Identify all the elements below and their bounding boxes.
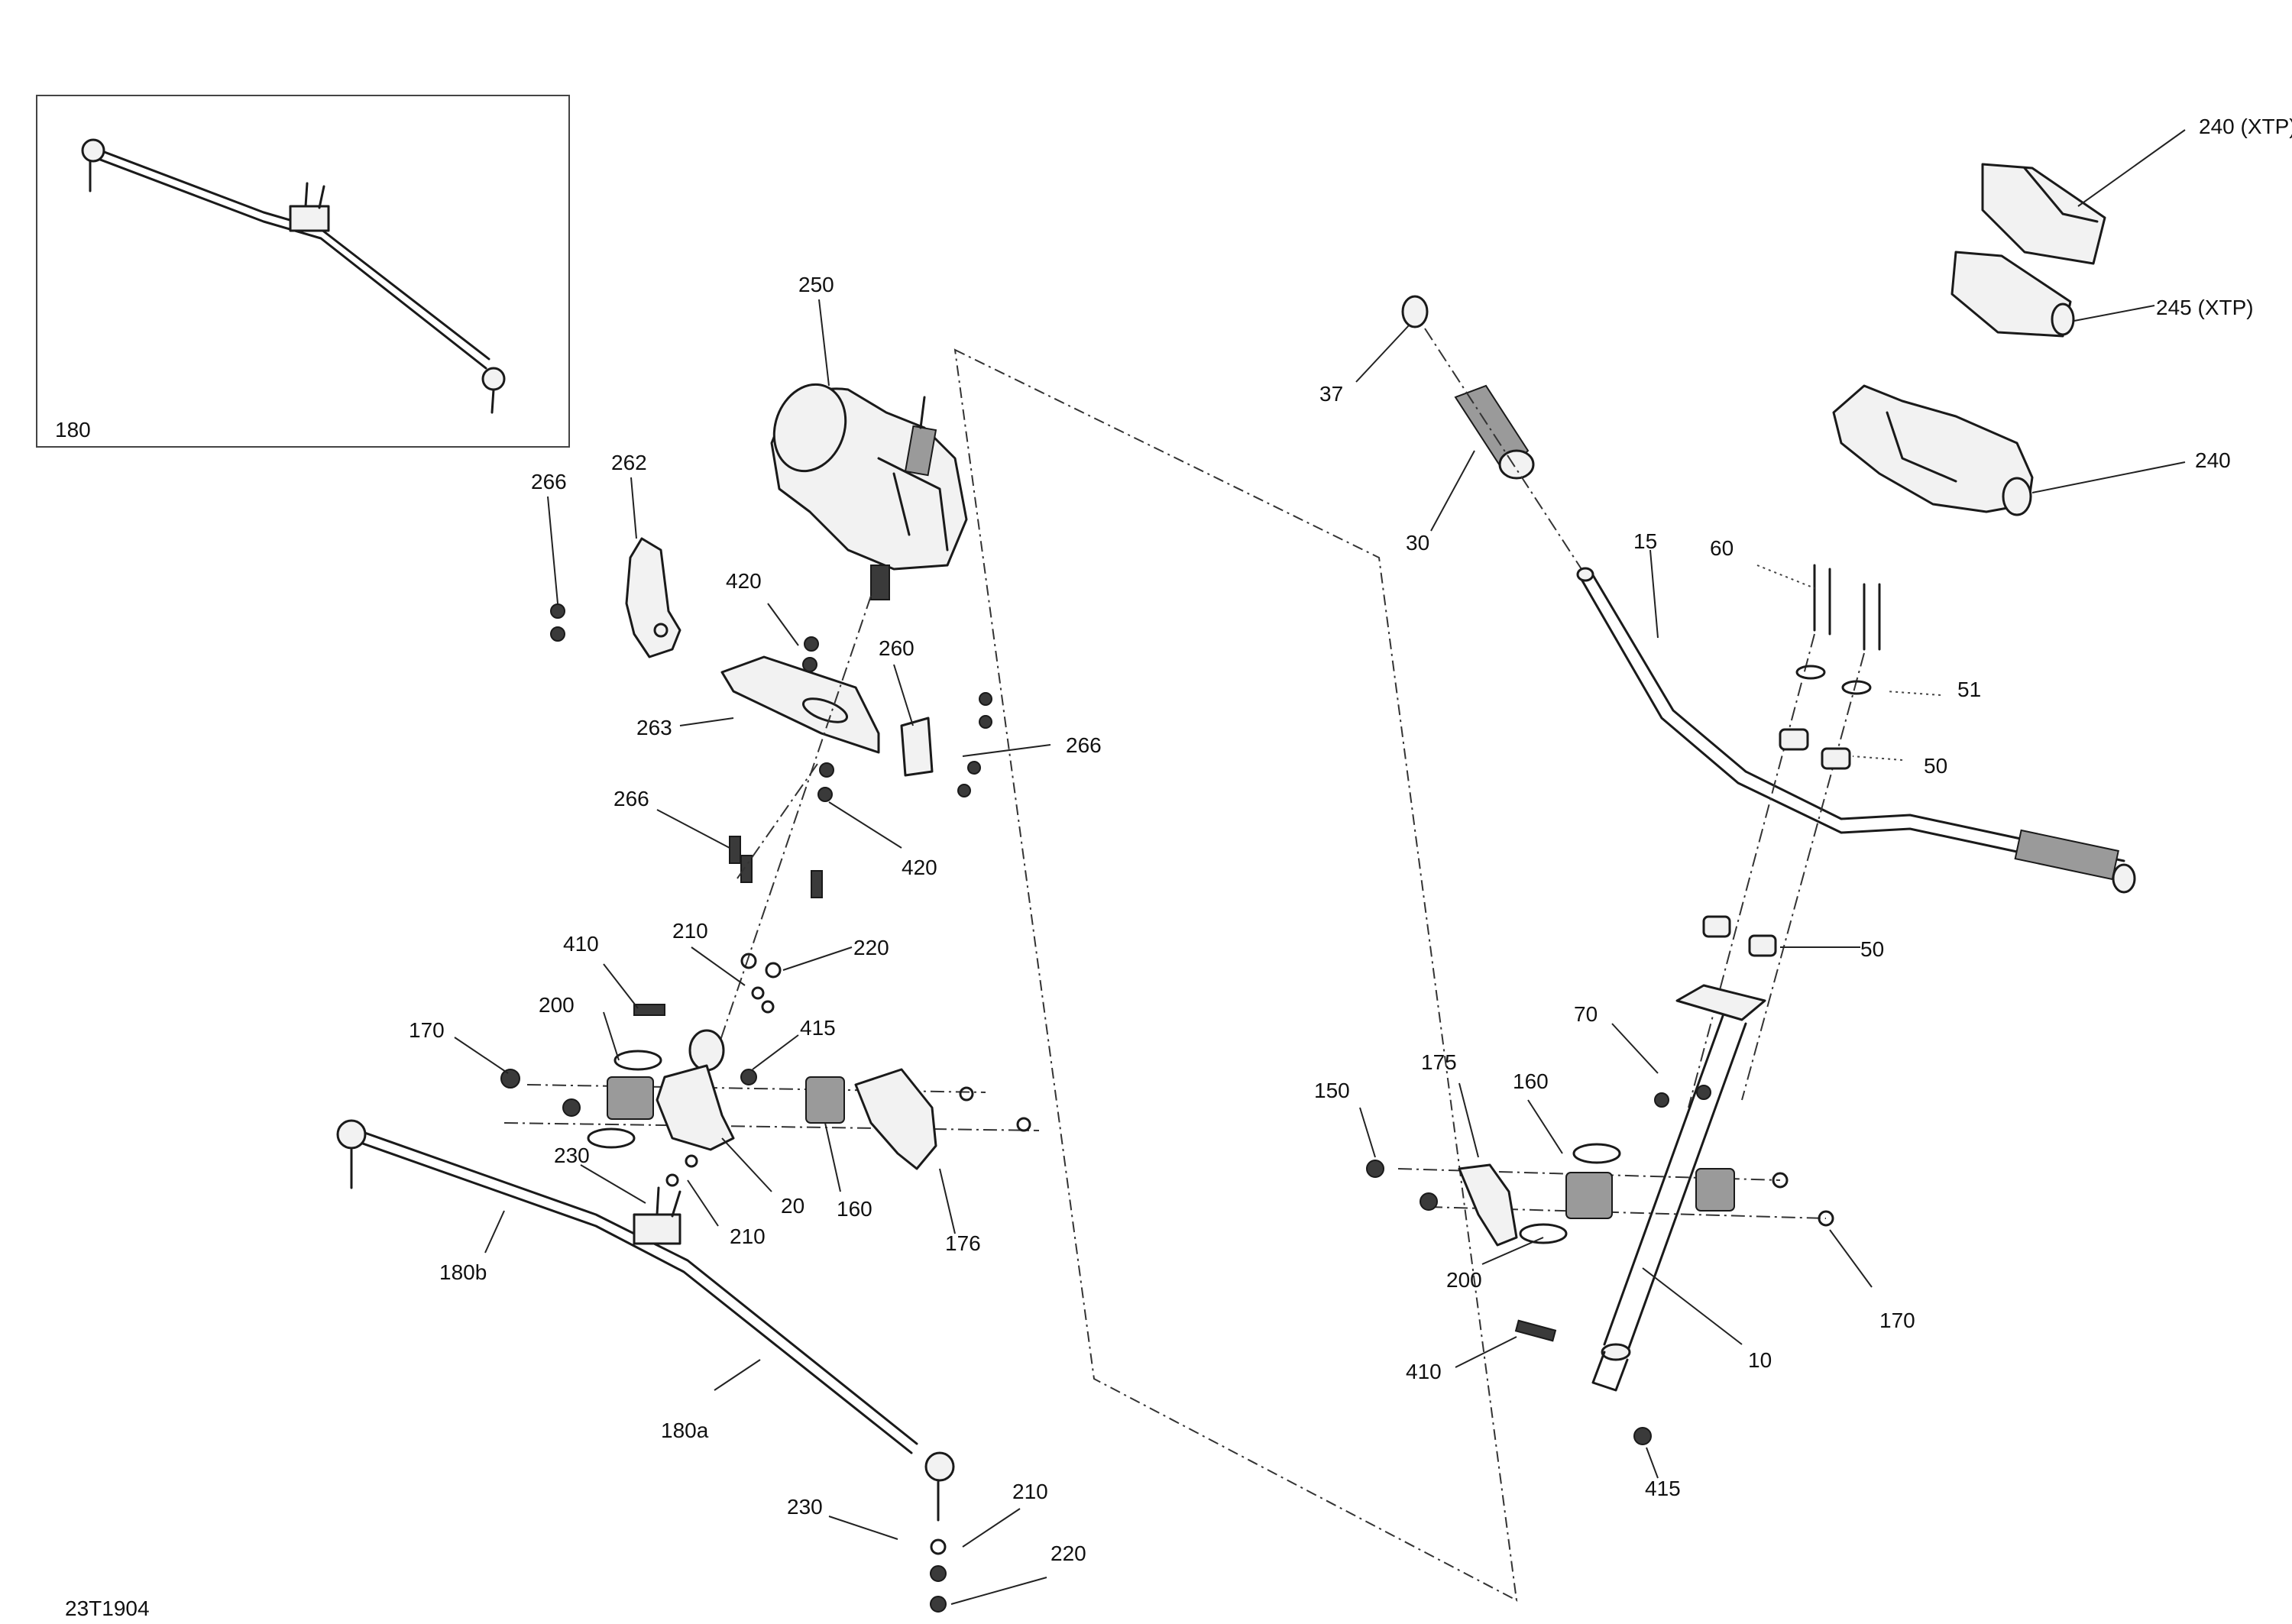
inset-tie-rod-assembly — [36, 95, 570, 448]
tie-rods-180 — [336, 1119, 955, 1613]
right-mounts — [1366, 1143, 1834, 1247]
label-160-left: 160 — [837, 1197, 872, 1221]
cover-245-xtp — [1950, 251, 2075, 338]
bracket-263 — [720, 655, 880, 754]
label-266-top: 266 — [531, 470, 567, 493]
label-245-xtp: 245 (XTP) — [2156, 296, 2254, 319]
left-axis-2 — [736, 763, 818, 879]
label-220-bottom: 220 — [1050, 1542, 1086, 1565]
label-410-right: 410 — [1406, 1360, 1442, 1383]
label-260: 260 — [879, 636, 915, 660]
bolts-60 — [1813, 564, 1881, 651]
label-200-left: 200 — [539, 993, 575, 1017]
label-180a: 180a — [661, 1419, 709, 1442]
label-60: 60 — [1710, 536, 1734, 560]
handlebar-15 — [1576, 567, 2136, 894]
clamps-50-51 — [1702, 665, 1872, 957]
label-160-right: 160 — [1513, 1069, 1549, 1093]
label-240-xtp: 240 (XTP) — [2199, 115, 2292, 138]
label-266-bottom: 266 — [613, 787, 649, 810]
bracket-262 — [625, 537, 681, 658]
label-70: 70 — [1574, 1002, 1598, 1026]
label-240: 240 — [2195, 448, 2231, 472]
right-axis-4 — [1428, 1206, 1827, 1219]
steering-column-10 — [1514, 984, 1766, 1445]
label-250: 250 — [798, 273, 834, 296]
column-group-frame — [953, 348, 1518, 1602]
label-20: 20 — [781, 1194, 804, 1218]
label-150: 150 — [1314, 1079, 1350, 1102]
label-170-left: 170 — [409, 1018, 445, 1042]
grip-30 — [1454, 384, 1535, 480]
bracket-260 — [900, 717, 934, 777]
label-170-right: 170 — [1879, 1309, 1915, 1332]
label-210-bottom: 210 — [1012, 1480, 1048, 1503]
label-176: 176 — [945, 1231, 981, 1255]
left-axis-3 — [503, 1122, 1040, 1131]
label-37: 37 — [1319, 382, 1343, 406]
label-10: 10 — [1748, 1348, 1772, 1372]
left-axis-1 — [710, 595, 872, 1070]
callout-labels: 250 266 262 420 260 263 266 266 420 210 … — [409, 115, 2292, 1565]
right-axis-2 — [1741, 652, 1865, 1101]
label-420-top: 420 — [726, 569, 762, 593]
label-230-bottom: 230 — [787, 1495, 823, 1519]
grip-end-37 — [1401, 295, 1429, 328]
inset-label: 180 — [55, 418, 91, 442]
label-415-left: 415 — [800, 1016, 836, 1040]
left-mounts — [500, 1004, 1031, 1170]
pitman-arm-20 — [656, 1029, 735, 1151]
right-axis-1 — [1688, 633, 1815, 1108]
leader-lines — [454, 129, 2186, 1605]
label-50-top: 50 — [1924, 754, 1947, 778]
label-210-mid: 210 — [730, 1224, 766, 1248]
cover-240 — [1832, 384, 2034, 516]
grip-axis — [1424, 328, 1582, 570]
figure-code: 23T1904 — [65, 1597, 150, 1620]
label-30: 30 — [1406, 531, 1429, 555]
label-230-top: 230 — [554, 1144, 590, 1167]
label-415-right: 415 — [1645, 1477, 1681, 1500]
label-262: 262 — [611, 451, 647, 474]
label-410-left: 410 — [563, 932, 599, 956]
power-steering-unit — [770, 383, 968, 600]
label-175: 175 — [1421, 1050, 1457, 1074]
label-210-top: 210 — [672, 919, 708, 943]
label-51: 51 — [1957, 678, 1981, 701]
label-15: 15 — [1633, 529, 1657, 553]
label-200-right: 200 — [1446, 1268, 1482, 1292]
label-50-bottom: 50 — [1860, 937, 1884, 961]
label-180b: 180b — [439, 1260, 487, 1284]
label-263: 263 — [636, 716, 672, 739]
washers-210-220 — [665, 953, 782, 1187]
label-266-right: 266 — [1066, 733, 1102, 757]
label-420-bottom: 420 — [902, 856, 937, 879]
label-220-top: 220 — [853, 936, 889, 959]
cover-240-xtp — [1981, 163, 2106, 265]
